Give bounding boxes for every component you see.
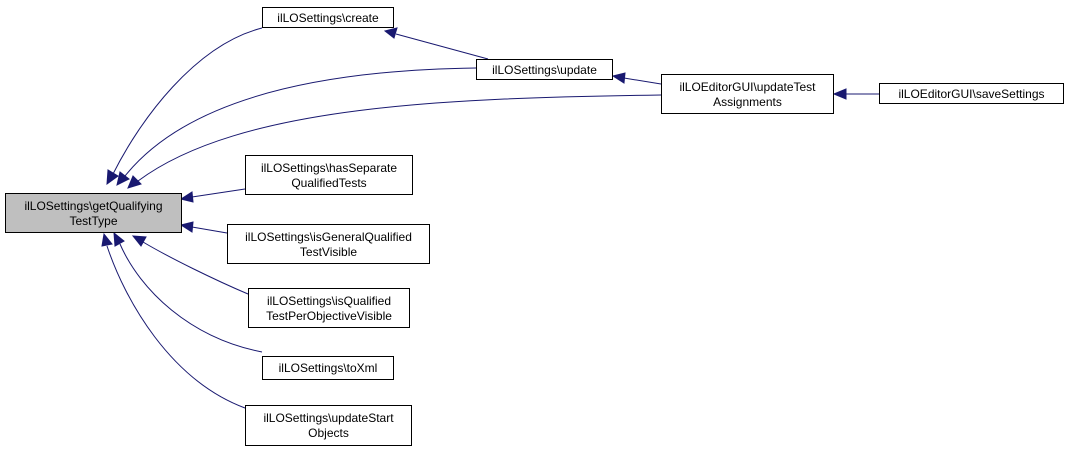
edges bbox=[101, 27, 879, 409]
node-get-qualifying-test-type[interactable]: ilLOSettings\getQualifying TestType bbox=[5, 193, 182, 233]
node-is-general-label-1: ilLOSettings\isGeneralQualified bbox=[245, 230, 412, 244]
node-get-qualifying-test-type-label-1: ilLOSettings\getQualifying bbox=[24, 199, 162, 213]
node-is-qualified-test-per-objective-visible[interactable]: ilLOSettings\isQualified TestPerObjectiv… bbox=[248, 288, 410, 328]
node-is-qualified-label-1: ilLOSettings\isQualified bbox=[267, 294, 391, 308]
node-editor-update-test-assignments[interactable]: ilLOEditorGUI\updateTest Assignments bbox=[661, 74, 834, 114]
edge-update-start-to-focus bbox=[101, 232, 246, 409]
edge-update-to-create bbox=[383, 27, 489, 60]
edge-save-settings-to-editor-update bbox=[832, 88, 879, 100]
edge-editor-update-to-update bbox=[611, 72, 662, 85]
node-update-label: ilLOSettings\update bbox=[492, 63, 597, 77]
edge-editor-update-to-focus bbox=[127, 94, 662, 189]
node-save-settings[interactable]: ilLOEditorGUI\saveSettings bbox=[879, 83, 1064, 104]
node-update[interactable]: ilLOSettings\update bbox=[476, 59, 613, 80]
node-create-label: ilLOSettings\create bbox=[277, 11, 379, 25]
nodes: ilLOSettings\getQualifying TestType ilLO… bbox=[5, 7, 1064, 446]
node-get-qualifying-test-type-label-2: TestType bbox=[69, 214, 117, 228]
node-has-separate-label-1: ilLOSettings\hasSeparate bbox=[261, 161, 397, 175]
edge-update-to-focus bbox=[116, 67, 477, 186]
node-update-start-objects[interactable]: ilLOSettings\updateStart Objects bbox=[245, 405, 412, 446]
node-is-general-label-2: TestVisible bbox=[300, 245, 357, 259]
edge-is-qualified-to-focus bbox=[131, 235, 249, 295]
node-to-xml-label: ilLOSettings\toXml bbox=[279, 361, 378, 375]
node-editor-update-label-1: ilLOEditorGUI\updateTest bbox=[679, 80, 816, 94]
node-has-separate-qualified-tests[interactable]: ilLOSettings\hasSeparate QualifiedTests bbox=[245, 155, 413, 195]
edge-has-separate-to-focus bbox=[179, 188, 246, 203]
edge-create-to-focus bbox=[106, 27, 263, 186]
node-has-separate-label-2: QualifiedTests bbox=[291, 176, 366, 190]
node-is-qualified-label-2: TestPerObjectiveVisible bbox=[266, 309, 392, 323]
node-update-start-label-1: ilLOSettings\updateStart bbox=[263, 411, 394, 425]
node-create[interactable]: ilLOSettings\create bbox=[262, 7, 394, 28]
node-save-settings-label: ilLOEditorGUI\saveSettings bbox=[898, 87, 1044, 101]
node-editor-update-label-2: Assignments bbox=[713, 95, 782, 109]
node-update-start-label-2: Objects bbox=[308, 426, 349, 440]
edge-to-xml-to-focus bbox=[113, 231, 263, 353]
node-is-general-qualified-test-visible[interactable]: ilLOSettings\isGeneralQualified TestVisi… bbox=[227, 224, 430, 264]
edge-is-general-to-focus bbox=[179, 221, 228, 234]
node-to-xml[interactable]: ilLOSettings\toXml bbox=[262, 356, 394, 380]
